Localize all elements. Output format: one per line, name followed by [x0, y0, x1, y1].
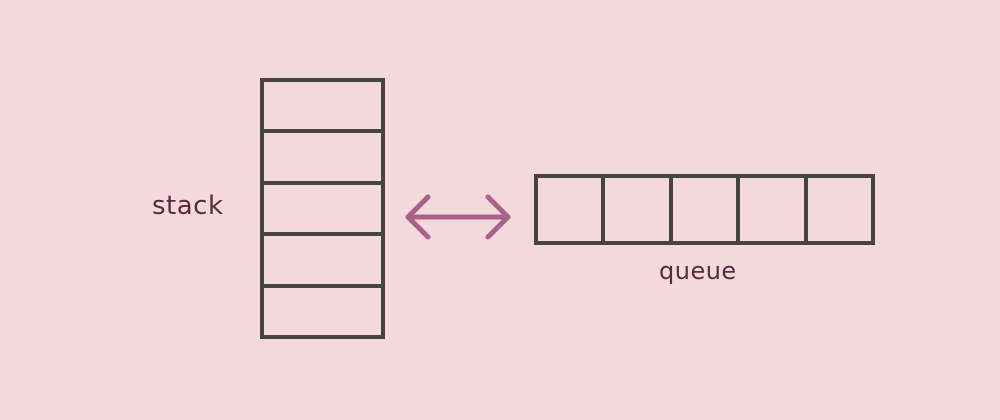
queue-cell [538, 178, 606, 241]
stack-cell [264, 236, 381, 288]
queue-cell [673, 178, 741, 241]
queue-box [534, 174, 875, 245]
queue-cell [605, 178, 673, 241]
stack-box [260, 78, 385, 339]
queue-cell [808, 178, 871, 241]
stack-cell [264, 185, 381, 237]
stack-cell [264, 82, 381, 134]
double-arrow-icon [405, 194, 511, 240]
stack-cell [264, 133, 381, 185]
stack-cell [264, 288, 381, 335]
stack-label: stack [152, 191, 224, 221]
queue-cell [740, 178, 808, 241]
queue-label: queue [659, 257, 737, 285]
